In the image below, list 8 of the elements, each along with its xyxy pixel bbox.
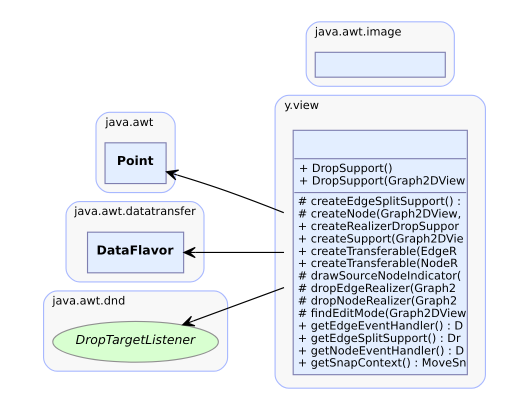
node-ellipse: DropTargetListener	[52, 320, 218, 363]
arrow	[165, 170, 284, 214]
node-box	[314, 52, 446, 78]
cluster: java.awt.image	[305, 21, 454, 87]
node-box: DataFlavor	[86, 232, 184, 274]
arrow	[182, 246, 284, 258]
node-box: Point	[104, 142, 166, 184]
arrow	[182, 287, 284, 326]
